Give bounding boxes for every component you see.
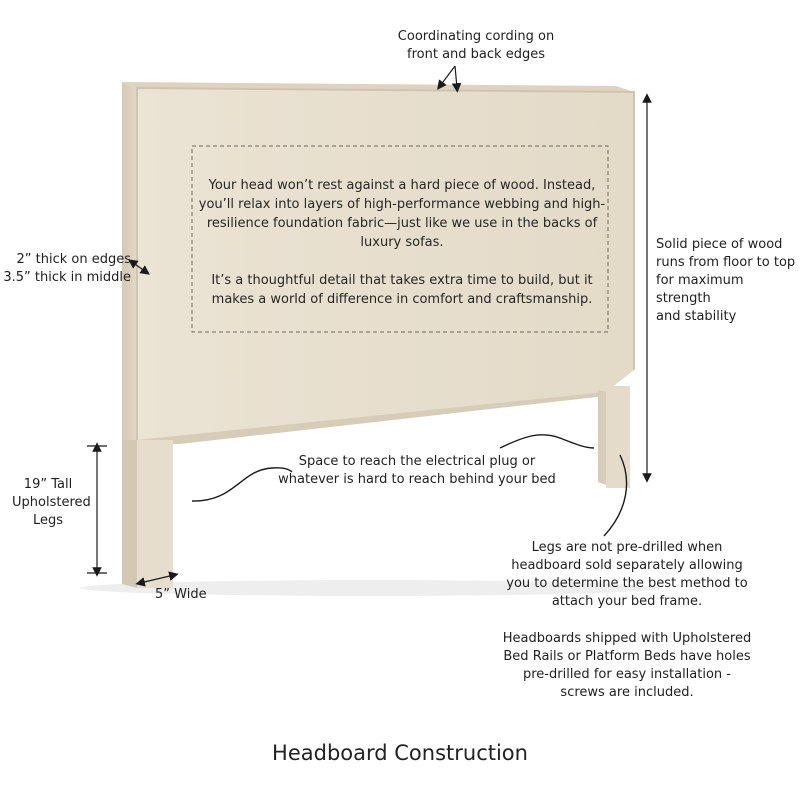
floor-shadow	[80, 580, 660, 596]
left-leg-front	[137, 440, 173, 588]
panel-top-edge	[122, 82, 634, 92]
cording-arrow-left	[437, 65, 456, 90]
callout-space: Space to reach the electrical plug or wh…	[278, 454, 556, 487]
callout-legs-tall: 19” Tall Upholstered Legs	[12, 477, 91, 528]
callout-legs-width: 5” Wide	[155, 587, 207, 602]
predrill-curve	[603, 454, 628, 537]
panel-description: Your head won’t rest against a hard piec…	[198, 176, 606, 309]
space-curve-right	[499, 434, 595, 449]
callout-cording: Coordinating cording on front and back e…	[397, 29, 555, 62]
diagram-caption: Headboard Construction	[272, 741, 528, 765]
callout-thickness: 2” thick on edges 3.5” thick in middle	[3, 252, 131, 285]
panel-paragraph-2: It’s a thoughtful detail that takes extr…	[211, 273, 593, 307]
panel-paragraph-1: Your head won’t rest against a hard piec…	[198, 178, 606, 250]
panel-bottom-edge	[137, 392, 606, 444]
callout-solid-wood: Solid piece of wood runs from floor to t…	[656, 237, 796, 324]
left-leg-side	[122, 440, 137, 588]
callout-shipped: Headboards shipped with Upholstered Bed …	[502, 631, 752, 700]
space-curve-left	[191, 467, 293, 502]
thickness-arrow	[128, 259, 150, 275]
panel-front-face	[137, 88, 634, 440]
leg-width-arrow	[135, 571, 179, 587]
callout-legs-predrill: Legs are not pre-drilled when headboard …	[506, 540, 748, 609]
right-leg-side	[598, 390, 606, 485]
cording-arrow-right	[451, 65, 462, 93]
